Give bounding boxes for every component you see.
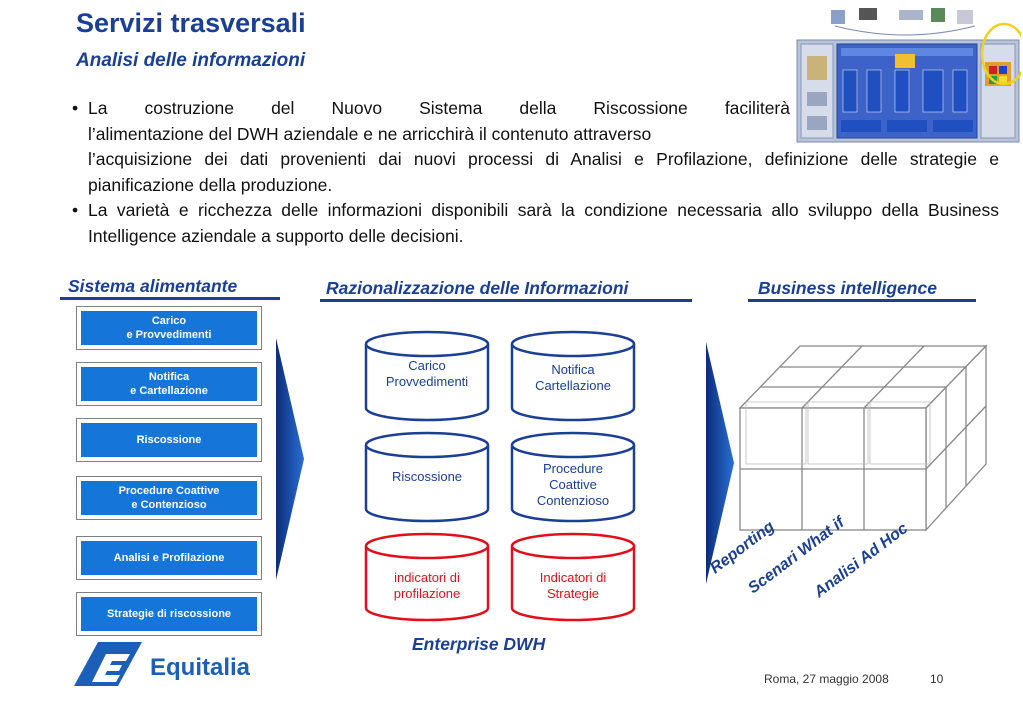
page-title: Servizi trasversali xyxy=(76,8,306,38)
feeding-system-box: Analisi e Profilazione xyxy=(76,536,262,580)
footer-page-number: 10 xyxy=(930,672,944,686)
equitalia-logo-text: Equitalia xyxy=(150,654,251,681)
bullet-1-line-2: l’alimentazione del DWH aziendale e ne a… xyxy=(88,123,652,144)
section-header-feeding-system: Sistema alimentante xyxy=(68,276,238,296)
database-cylinder xyxy=(510,431,636,523)
enterprise-dwh-label: Enterprise DWH xyxy=(412,634,546,654)
feeding-system-box: Riscossione xyxy=(76,418,262,462)
feeding-system-box: Carico e Provvedimenti xyxy=(76,306,262,350)
feeding-system-label: Procedure Coattive e Contenzioso xyxy=(81,481,257,515)
feeding-system-label: Strategie di riscossione xyxy=(81,597,257,631)
section-header-rationalization: Razionalizzazione delle Informazioni xyxy=(326,278,629,298)
feeding-system-label: Analisi e Profilazione xyxy=(81,541,257,575)
section-header-business-intelligence: Business intelligence xyxy=(758,278,937,298)
flow-arrow-right xyxy=(706,342,734,584)
database-cylinder xyxy=(510,532,636,622)
database-label: Riscossione xyxy=(391,469,463,484)
flow-arrow-left xyxy=(276,338,304,580)
database-label: Carico Provvedimenti xyxy=(385,358,469,389)
database-cylinder xyxy=(364,330,490,422)
bullet-1-continuation: l’acquisizione dei dati provenienti dai … xyxy=(88,149,999,195)
footer-place-date: Roma, 27 maggio 2008 xyxy=(764,672,889,686)
feeding-system-label: Notifica e Cartellazione xyxy=(81,367,257,401)
feeding-system-box: Notifica e Cartellazione xyxy=(76,362,262,406)
database-cylinders xyxy=(364,330,636,622)
architecture-thumbnail xyxy=(795,4,1023,144)
bi-cube xyxy=(738,344,988,532)
database-label: Procedure Coattive Contenzioso xyxy=(536,461,610,508)
bullet-2-text: La varietà e ricchezza delle informazion… xyxy=(88,200,999,246)
equitalia-logo-icon xyxy=(74,642,142,686)
section-underline-right xyxy=(748,299,976,302)
database-label: Indicatori di Strategie xyxy=(539,570,607,601)
feeding-system-box: Procedure Coattive e Contenzioso xyxy=(76,476,262,520)
database-cylinder xyxy=(364,431,490,523)
feeding-system-box: Strategie di riscossione xyxy=(76,592,262,636)
bullet-1-line-1: La costruzione del Nuovo Sistema della R… xyxy=(88,98,790,118)
section-underline-middle xyxy=(320,299,692,302)
database-label: Notifica Cartellazione xyxy=(535,362,611,393)
feeding-system-label: Riscossione xyxy=(81,423,257,457)
bullet-marker-1: • xyxy=(72,98,79,118)
bullet-marker-2: • xyxy=(72,200,79,220)
page-subtitle: Analisi delle informazioni xyxy=(76,50,306,71)
section-underline-left xyxy=(60,297,280,300)
database-label: indicatori di profilazione xyxy=(393,570,461,601)
feeding-system-label: Carico e Provvedimenti xyxy=(81,311,257,345)
database-cylinder xyxy=(510,330,636,422)
database-cylinder xyxy=(364,532,490,622)
